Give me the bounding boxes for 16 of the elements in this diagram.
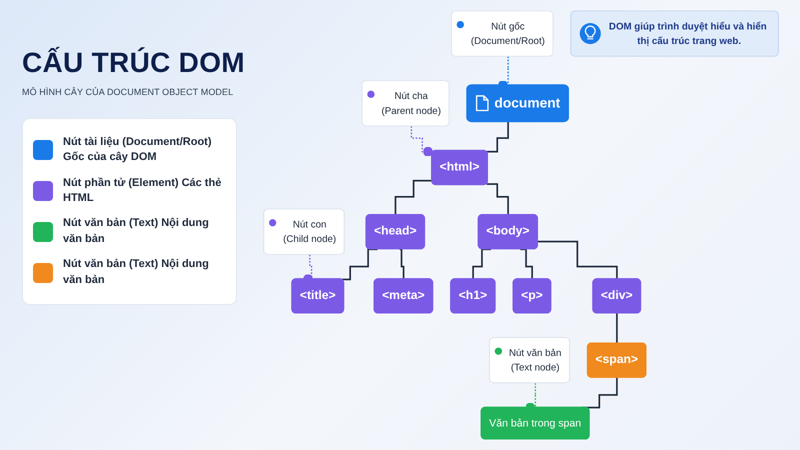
connector [486, 183, 510, 216]
connector [538, 240, 618, 280]
connector [394, 180, 432, 216]
connector [410, 126, 434, 157]
subtitle: MÔ HÌNH CÂY CỦA DOCUMENT OBJECT MODEL [22, 86, 234, 97]
title: CẤU TRÚC DOM [22, 48, 245, 79]
connector [472, 248, 491, 280]
connector [342, 248, 378, 280]
connector [400, 248, 405, 280]
connector [616, 312, 618, 344]
legend-text: Nút văn bản (Text) Nội dung văn bản [63, 257, 210, 288]
connector [486, 121, 510, 152]
legend-text: Nút văn bản (Text) Nội dung văn bản [63, 216, 210, 247]
connector [520, 248, 534, 280]
legend-text: Nút phần tử (Element) Các thẻ HTML [63, 176, 222, 206]
legend-text: Nút tài liệu (Document/Root) Gốc của cây DOM [63, 134, 212, 166]
